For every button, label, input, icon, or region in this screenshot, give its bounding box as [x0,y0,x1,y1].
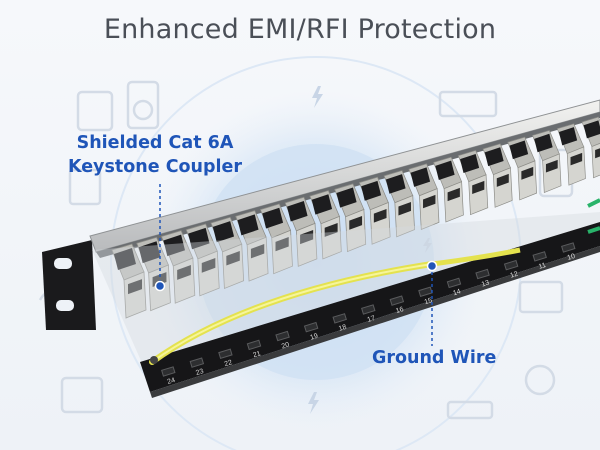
port-number: 15 [424,297,434,306]
bar-slot [161,366,176,377]
mounting-ear [42,240,96,330]
tablet-icon [68,168,102,206]
keystone-coupler-label: Shielded Cat 6A Keystone Coupler [0,131,310,179]
ground-wire-label: Ground Wire [372,348,497,368]
bar-slot [446,277,462,289]
keystone-coupler [185,223,220,297]
port-number: 17 [367,315,377,324]
wire-tip [587,198,600,208]
bar-slot [503,259,519,271]
keystone-coupler [556,123,586,186]
router-icon [446,400,494,420]
port-number: 18 [338,324,348,333]
port-number: 12 [509,271,519,280]
keystone-coupler [235,210,269,282]
speaker-icon [126,80,160,130]
camera-icon [524,364,556,396]
lightning-icon [308,86,432,414]
keystone-marker [154,280,166,292]
bar-slot [532,251,547,262]
bar-slot [361,304,376,315]
keystone-label-line2: Keystone Coupler [67,157,243,177]
keystone-coupler [358,176,391,245]
bar-slot [475,268,490,280]
port-number: 23 [195,368,205,377]
phone-icon [76,90,114,132]
wire-tip [587,226,600,234]
keystone-coupler [383,170,415,238]
keystone-coupler [482,143,513,208]
keystone-coupler [507,136,537,201]
port-number: 20 [281,341,291,350]
keystone-coupler [532,130,562,194]
port-number: 19 [309,333,319,342]
bar-slot [303,321,319,333]
port-number: 22 [224,359,234,368]
keyboard-icon [438,90,498,118]
port-number: 10 [567,253,577,262]
callout-pointers [154,184,438,346]
bar-slot [418,286,433,297]
port-number: 14 [452,288,462,297]
keystone-couplers [111,116,600,319]
keystone-coupler [160,230,196,304]
bar-slot [218,348,233,359]
port-number: 13 [481,279,491,288]
keystone-coupler [259,203,293,275]
keystone-coupler [334,183,367,253]
bar-slot [332,313,347,324]
bar-slot [275,330,290,342]
bar-slot [189,357,205,368]
keystone-coupler [111,243,147,319]
keystone-coupler [284,196,318,267]
keystone-coupler [581,116,600,179]
background-device-icons [38,80,574,420]
keystone-coupler [457,150,489,216]
bar-slot [389,295,405,306]
monitor-icon [518,280,564,314]
port-number: 21 [252,350,262,359]
printer-icon [60,376,104,414]
keystone-coupler [309,190,342,260]
port-number: 24 [167,377,177,386]
port-number: 11 [538,262,547,271]
bar-slot [561,242,576,253]
keystone-coupler [408,163,440,230]
keystone-coupler [210,216,245,290]
ground-wire [149,247,521,365]
keystone-label-line1: Shielded Cat 6A [76,133,234,153]
keystone-coupler [433,156,464,223]
bar-slot [246,339,262,351]
port-number-strip: 24 23 22 21 20 19 18 17 16 15 14 13 12 11 10 [161,242,577,386]
port-number: 16 [395,306,405,315]
page-title: Enhanced EMI/RFI Protection [103,14,497,45]
ground-wire-marker [426,260,438,272]
